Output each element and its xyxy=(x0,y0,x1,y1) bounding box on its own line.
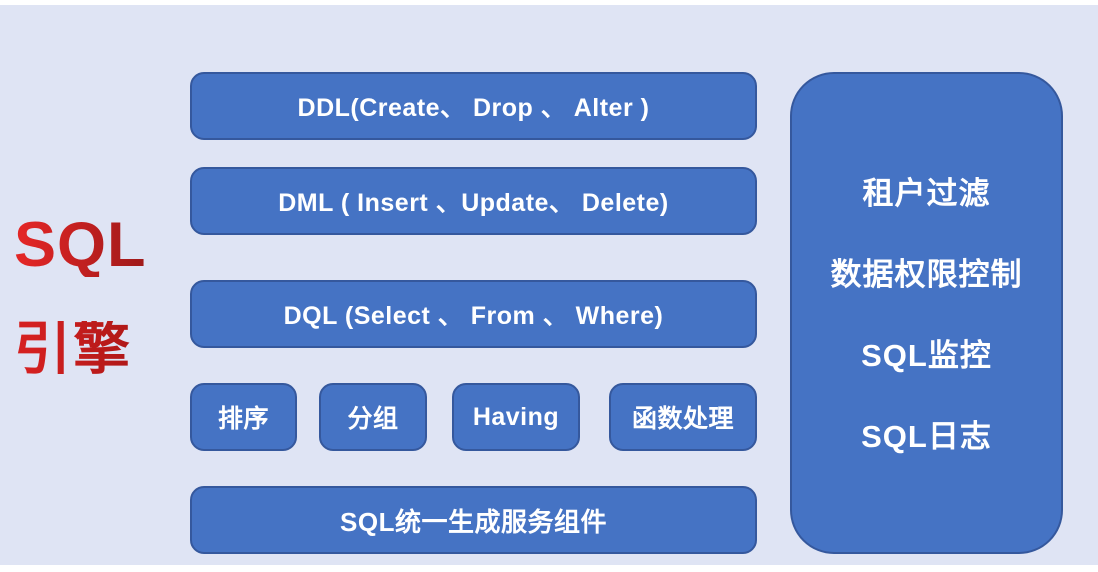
op-box-having-label: Having xyxy=(472,402,560,431)
ddl-box: DDL(Create、 Drop 、 Alter ) xyxy=(190,72,757,140)
panel-item-tenant-filter: 租户过滤 xyxy=(862,176,991,211)
op-box-group-label: 分组 xyxy=(347,405,399,433)
op-box-having: Having xyxy=(452,383,580,451)
panel-item-sql-log: SQL日志 xyxy=(861,419,992,454)
dml-box-label: DML ( Insert 、Update、 Delete) xyxy=(278,189,669,217)
panel-item-sql-monitor: SQL监控 xyxy=(861,338,992,373)
ddl-box-label: DDL(Create、 Drop 、 Alter ) xyxy=(297,94,650,122)
op-box-function: 函数处理 xyxy=(609,383,757,451)
dql-box-label: DQL (Select 、 From 、 Where) xyxy=(283,302,664,330)
title-engine: 引擎 xyxy=(14,321,179,378)
dql-box: DQL (Select 、 From 、 Where) xyxy=(190,280,757,348)
op-box-sort: 排序 xyxy=(190,383,297,451)
panel-item-data-permission: 数据权限控制 xyxy=(830,257,1023,292)
title-sql: SQL xyxy=(14,214,179,277)
op-box-function-label: 函数处理 xyxy=(631,405,734,433)
sql-generation-box-label: SQL统一生成服务组件 xyxy=(340,506,607,537)
op-box-group: 分组 xyxy=(319,383,427,451)
sql-generation-box: SQL统一生成服务组件 xyxy=(190,486,757,554)
sql-governance-panel: 租户过滤 数据权限控制 SQL监控 SQL日志 xyxy=(790,72,1063,554)
dml-box: DML ( Insert 、Update、 Delete) xyxy=(190,167,757,235)
diagram-title: SQL 引擎 xyxy=(14,214,179,378)
op-box-sort-label: 排序 xyxy=(217,405,269,433)
